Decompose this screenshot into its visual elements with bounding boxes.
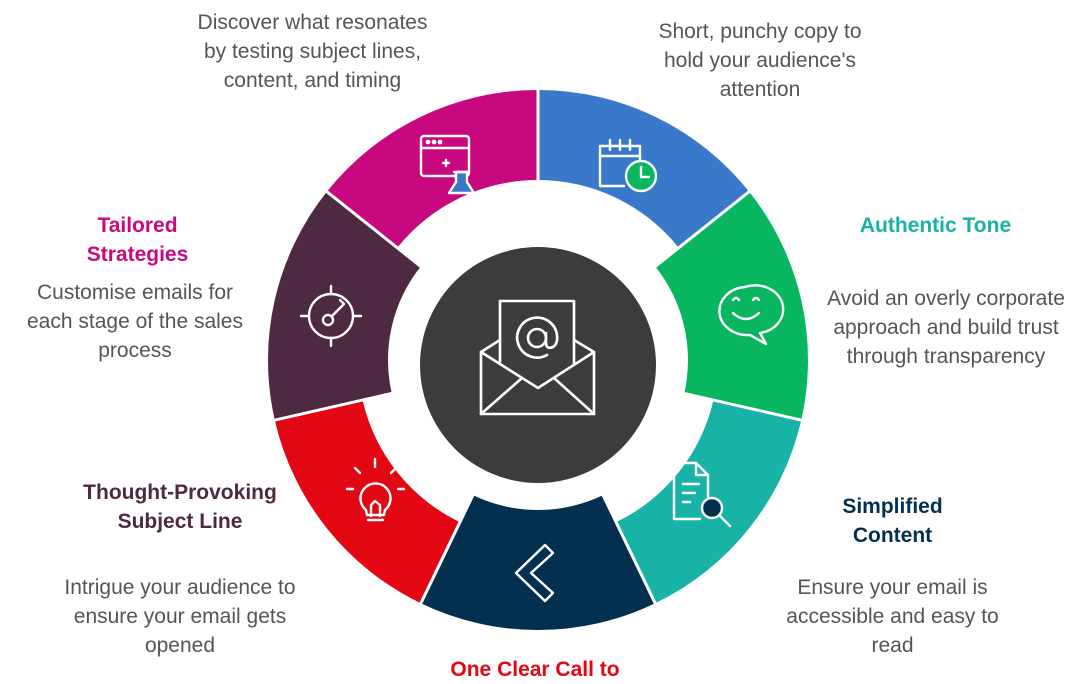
simplified-content-title: Simplified Content: [842, 495, 943, 547]
label-subject-line-desc: Intrigue your audience to ensure your em…: [45, 573, 315, 660]
label-concise-copy: Short, punchy copy to hold your audience…: [640, 17, 880, 104]
label-simplified-content-desc: Ensure your email is accessible and easy…: [785, 573, 1000, 660]
authentic-tone-desc: Avoid an overly corporate approach and b…: [827, 287, 1065, 368]
concise-copy-desc: Short, punchy copy to hold your audience…: [658, 20, 862, 101]
segment-simplified-content: [420, 495, 656, 630]
subject-line-title: Thought-Provoking Subject Line: [83, 481, 277, 533]
segment-divider: [646, 189, 752, 274]
segment-divider: [674, 389, 804, 422]
hub-circle: [420, 247, 656, 483]
calendar-clock-icon: [598, 138, 658, 193]
segment-concise-copy: [655, 191, 808, 421]
tailored-strategies-title: Tailored Strategies: [86, 214, 189, 266]
target-dial-icon: [299, 284, 363, 348]
subject-line-desc: Intrigue your audience to ensure your em…: [64, 576, 296, 657]
label-simplified-content: Simplified Content: [820, 492, 965, 550]
lightbulb-icon: [345, 457, 406, 522]
call-to-action-title: One Clear Call to: [450, 658, 620, 681]
label-call-to-action: One Clear Call to: [420, 655, 650, 684]
central-hub: [420, 247, 656, 483]
segments-layer: [268, 88, 808, 630]
segment-call-to-action: [274, 400, 460, 604]
label-authentic-tone-desc: Avoid an overly corporate approach and b…: [822, 284, 1070, 371]
segment-subject-line: [268, 191, 421, 421]
chevron-left-icon: [514, 543, 555, 603]
label-tailored-strategies: Tailored Strategies: [60, 211, 215, 269]
segment-divider: [324, 189, 430, 274]
segment-divider: [418, 485, 479, 606]
segment-divider: [272, 389, 402, 422]
email-at-icon: [479, 299, 596, 416]
tailored-strategies-desc: Customise emails for each stage of the s…: [27, 281, 243, 362]
browser-flask-icon: [419, 134, 476, 195]
label-authentic-tone: Authentic Tone: [858, 211, 1013, 240]
label-tailored-strategies-desc: Customise emails for each stage of the s…: [20, 278, 250, 365]
label-subject-line: Thought-Provoking Subject Line: [75, 478, 285, 536]
label-ab-testing: Discover what resonates by testing subje…: [185, 8, 440, 95]
authentic-tone-title: Authentic Tone: [859, 214, 1012, 237]
document-search-icon: [672, 461, 732, 528]
ab-testing-desc: Discover what resonates by testing subje…: [197, 11, 428, 92]
smile-chat-icon: [718, 284, 785, 346]
segment-tailored-strategies: [326, 90, 538, 248]
segment-divider: [597, 485, 658, 606]
simplified-content-desc: Ensure your email is accessible and easy…: [786, 576, 999, 657]
